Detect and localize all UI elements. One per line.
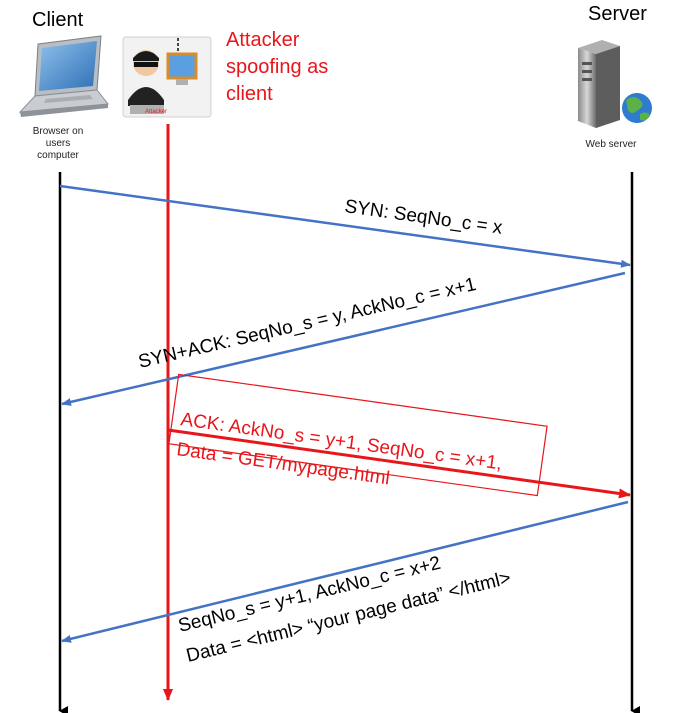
synack-arrow	[61, 271, 626, 406]
server-icon	[578, 40, 652, 128]
laptop-icon	[18, 35, 109, 117]
client-caption-line: users	[45, 138, 71, 149]
attacker-label-line: spoofing as	[226, 56, 329, 78]
response-arrow	[61, 500, 629, 643]
syn-arrow	[59, 184, 631, 268]
client-caption: Browser on users computer	[18, 126, 98, 162]
client-caption-line: Browser on	[32, 126, 84, 137]
ack-arrow	[167, 428, 631, 499]
ack-label-box	[168, 373, 548, 497]
attacker-label-line: Attacker	[226, 29, 300, 51]
attacker-label-line: client	[226, 83, 273, 105]
server-title: Server	[588, 3, 647, 25]
client-title: Client	[32, 9, 84, 31]
syn-label: SYN: SeqNo_c = x	[343, 196, 504, 239]
attacker-label: Attacker spoofing as client	[226, 27, 328, 108]
synack-label: SYN+ACK: SeqNo_s = y, AckNo_c = x+1	[136, 274, 478, 373]
attacker-icon: Attacker	[122, 36, 212, 118]
attacker-badge: Attacker	[145, 109, 167, 115]
client-caption-line: computer	[37, 150, 79, 161]
server-caption: Web server	[585, 139, 637, 150]
